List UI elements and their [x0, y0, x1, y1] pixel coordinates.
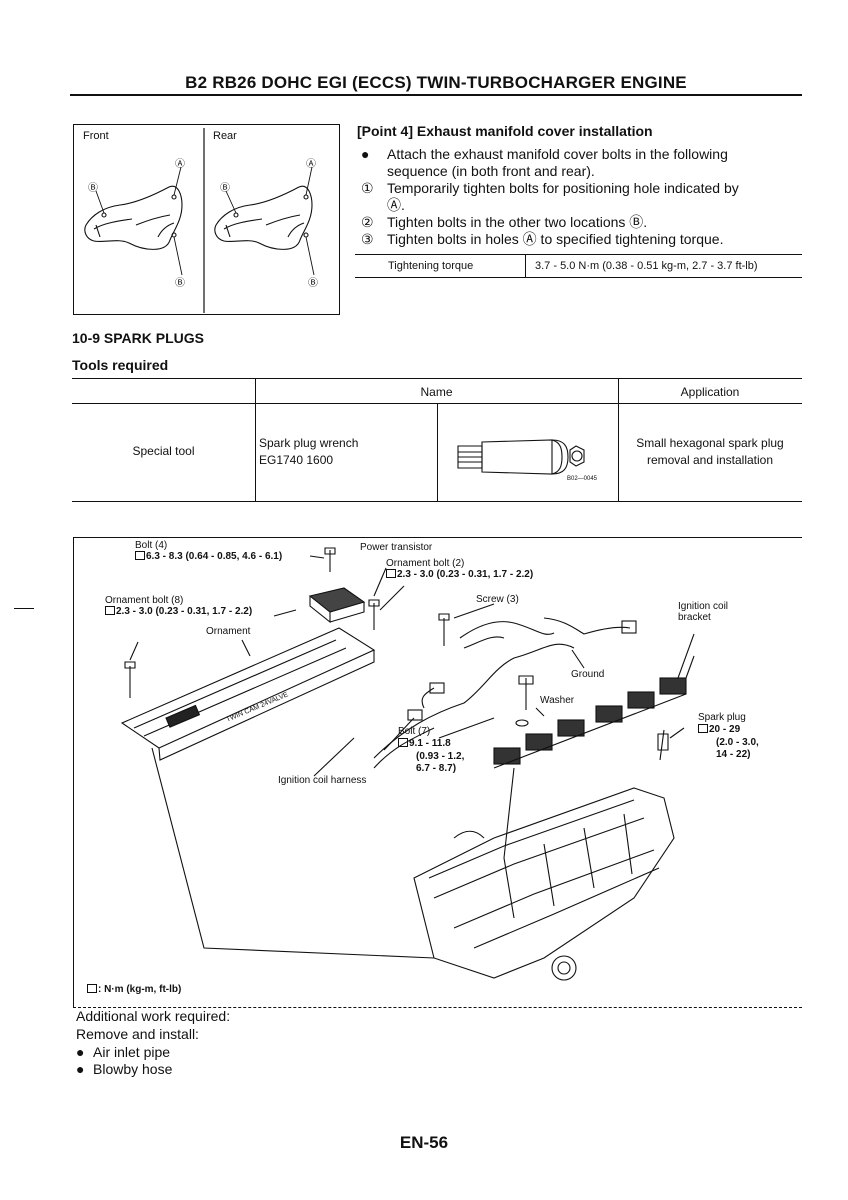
additional-item1: Air inlet pipe: [93, 1044, 171, 1060]
mark-b-rear-lower: Ⓑ: [308, 278, 318, 289]
bolt7-torque-3: 6.7 - 8.7): [416, 763, 457, 774]
bolt7-label: Bolt (7): [398, 726, 431, 737]
page-title: B2 RB26 DOHC EGI (ECCS) TWIN-TURBOCHARGE…: [185, 73, 687, 92]
tools-row-type: Special tool: [132, 444, 195, 458]
torque-table: Tightening torque 3.7 - 5.0 N·m (0.38 - …: [355, 254, 802, 278]
tools-table-top-rule: [72, 378, 802, 379]
title-rule: [70, 94, 802, 96]
tools-col-divider-2: [437, 403, 438, 501]
tool-name-line2: EG1740 1600: [259, 453, 334, 467]
bolt7-torque-value: 9.1 - 11.8: [409, 738, 451, 749]
bullet-marker: ●: [361, 146, 370, 162]
ornament-bolt2-label: Ornament bolt (2): [386, 558, 465, 569]
ornament-bolt8-torque: 2.3 - 3.0 (0.23 - 0.31, 1.7 - 2.2): [105, 606, 252, 617]
spark-plug-label: Spark plug: [698, 712, 746, 723]
torque-divider: [525, 255, 526, 277]
torque-wrench-icon: [105, 606, 115, 615]
exhaust-cover-figure: Front Rear Ⓐ Ⓑ Ⓑ Ⓐ Ⓑ Ⓑ: [73, 124, 340, 315]
torque-label: Tightening torque: [388, 260, 474, 272]
tools-col-divider-3: [618, 379, 619, 501]
step1-number: ①: [361, 180, 374, 196]
spark-plug-wrench-drawing: [457, 439, 585, 475]
bolt4-torque: 6.3 - 8.3 (0.64 - 0.85, 4.6 - 6.1): [135, 551, 282, 562]
spark-plug-torque-2: (2.0 - 3.0,: [716, 737, 759, 748]
washer-label: Washer: [540, 695, 575, 706]
ornament-bolt2-torque-value: 2.3 - 3.0 (0.23 - 0.31, 1.7 - 2.2): [397, 569, 534, 580]
diagram-bottom-rule: [73, 1007, 802, 1008]
rear-label: Rear: [213, 130, 237, 142]
step2-text: Tighten bolts in the other two locations…: [387, 214, 648, 230]
torque-wrench-icon: [135, 551, 145, 560]
ornament-bolt2-torque: 2.3 - 3.0 (0.23 - 0.31, 1.7 - 2.2): [386, 569, 533, 580]
ornament-bolt8-label: Ornament bolt (8): [105, 595, 184, 606]
point4-heading: [Point 4] Exhaust manifold cover install…: [357, 123, 653, 139]
section-title: 10-9 SPARK PLUGS: [72, 330, 204, 346]
spark-plug-torque-value: 20 - 29: [709, 724, 741, 735]
bolt7-torque-2: (0.93 - 1.2,: [416, 751, 465, 762]
additional-item2: Blowby hose: [93, 1061, 173, 1077]
tools-col-divider-1: [255, 379, 256, 501]
tools-heading: Tools required: [72, 357, 169, 373]
torque-wrench-icon: [698, 724, 708, 733]
tools-table-bottom-rule: [72, 501, 802, 502]
bolt4-label: Bolt (4): [135, 540, 168, 551]
step3-number: ③: [361, 231, 374, 247]
spark-plug-torque-3: 14 - 22): [716, 749, 751, 760]
torque-wrench-icon: [398, 738, 408, 747]
additional-line2: Remove and install:: [76, 1026, 199, 1042]
mark-a-front: Ⓐ: [175, 159, 185, 170]
application-line1: Small hexagonal spark plug: [636, 436, 784, 450]
mark-b-rear: Ⓑ: [220, 183, 230, 194]
additional-bullet-2: ●: [76, 1061, 85, 1077]
tools-col-application: Application: [680, 385, 740, 399]
ignition-exploded-diagram: Bolt (4) 6.3 - 8.3 (0.64 - 0.85, 4.6 - 6…: [73, 537, 802, 1007]
point4-intro-line2: sequence (in both front and rear).: [387, 163, 595, 179]
mark-b-front-lower: Ⓑ: [175, 278, 185, 289]
ignition-coil-bracket-label-1: Ignition coil: [678, 601, 729, 612]
margin-mark: [14, 608, 34, 609]
tools-col-name: Name: [420, 385, 453, 399]
ornament-label: Ornament: [206, 626, 251, 637]
torque-value: 3.7 - 5.0 N·m (0.38 - 0.51 kg-m, 2.7 - 3…: [535, 260, 758, 272]
bolt7-torque-1: 9.1 - 11.8: [398, 738, 451, 749]
screw3-label: Screw (3): [476, 594, 519, 605]
mark-b-front: Ⓑ: [88, 183, 98, 194]
step1-line1: Temporarily tighten bolts for positionin…: [387, 180, 739, 196]
torque-wrench-icon: [386, 569, 396, 578]
mark-a-rear: Ⓐ: [306, 159, 316, 170]
ignition-coil-harness-label: Ignition coil harness: [278, 775, 367, 786]
step2-number: ②: [361, 214, 374, 230]
page-number: EN-56: [399, 1133, 449, 1152]
point4-intro-line1: Attach the exhaust manifold cover bolts …: [387, 146, 728, 162]
exhaust-cover-drawing: [84, 128, 315, 313]
spark-plug-torque-1: 20 - 29: [698, 724, 740, 735]
torque-legend-text: : N·m (kg-m, ft-lb): [98, 984, 182, 995]
tool-figure-code: B02—0045: [567, 476, 598, 482]
application-line2: removal and installation: [646, 453, 774, 467]
torque-legend: : N·m (kg-m, ft-lb): [87, 984, 181, 995]
ornament-bolt8-torque-value: 2.3 - 3.0 (0.23 - 0.31, 1.7 - 2.2): [116, 606, 253, 617]
ignition-diagram-drawing: [120, 547, 695, 981]
step3-text: Tighten bolts in holes Ⓐ to specified ti…: [387, 231, 724, 247]
ignition-coil-bracket-label-2: bracket: [678, 612, 711, 623]
front-label: Front: [83, 130, 109, 142]
ground-label: Ground: [571, 669, 605, 680]
additional-line1: Additional work required:: [76, 1008, 231, 1024]
step1-line2: Ⓐ.: [387, 197, 405, 213]
torque-wrench-icon: [87, 984, 97, 993]
tool-name-line1: Spark plug wrench: [259, 436, 359, 450]
bolt4-torque-value: 6.3 - 8.3 (0.64 - 0.85, 4.6 - 6.1): [146, 551, 283, 562]
additional-bullet-1: ●: [76, 1044, 85, 1060]
power-transistor-label: Power transistor: [360, 542, 433, 553]
